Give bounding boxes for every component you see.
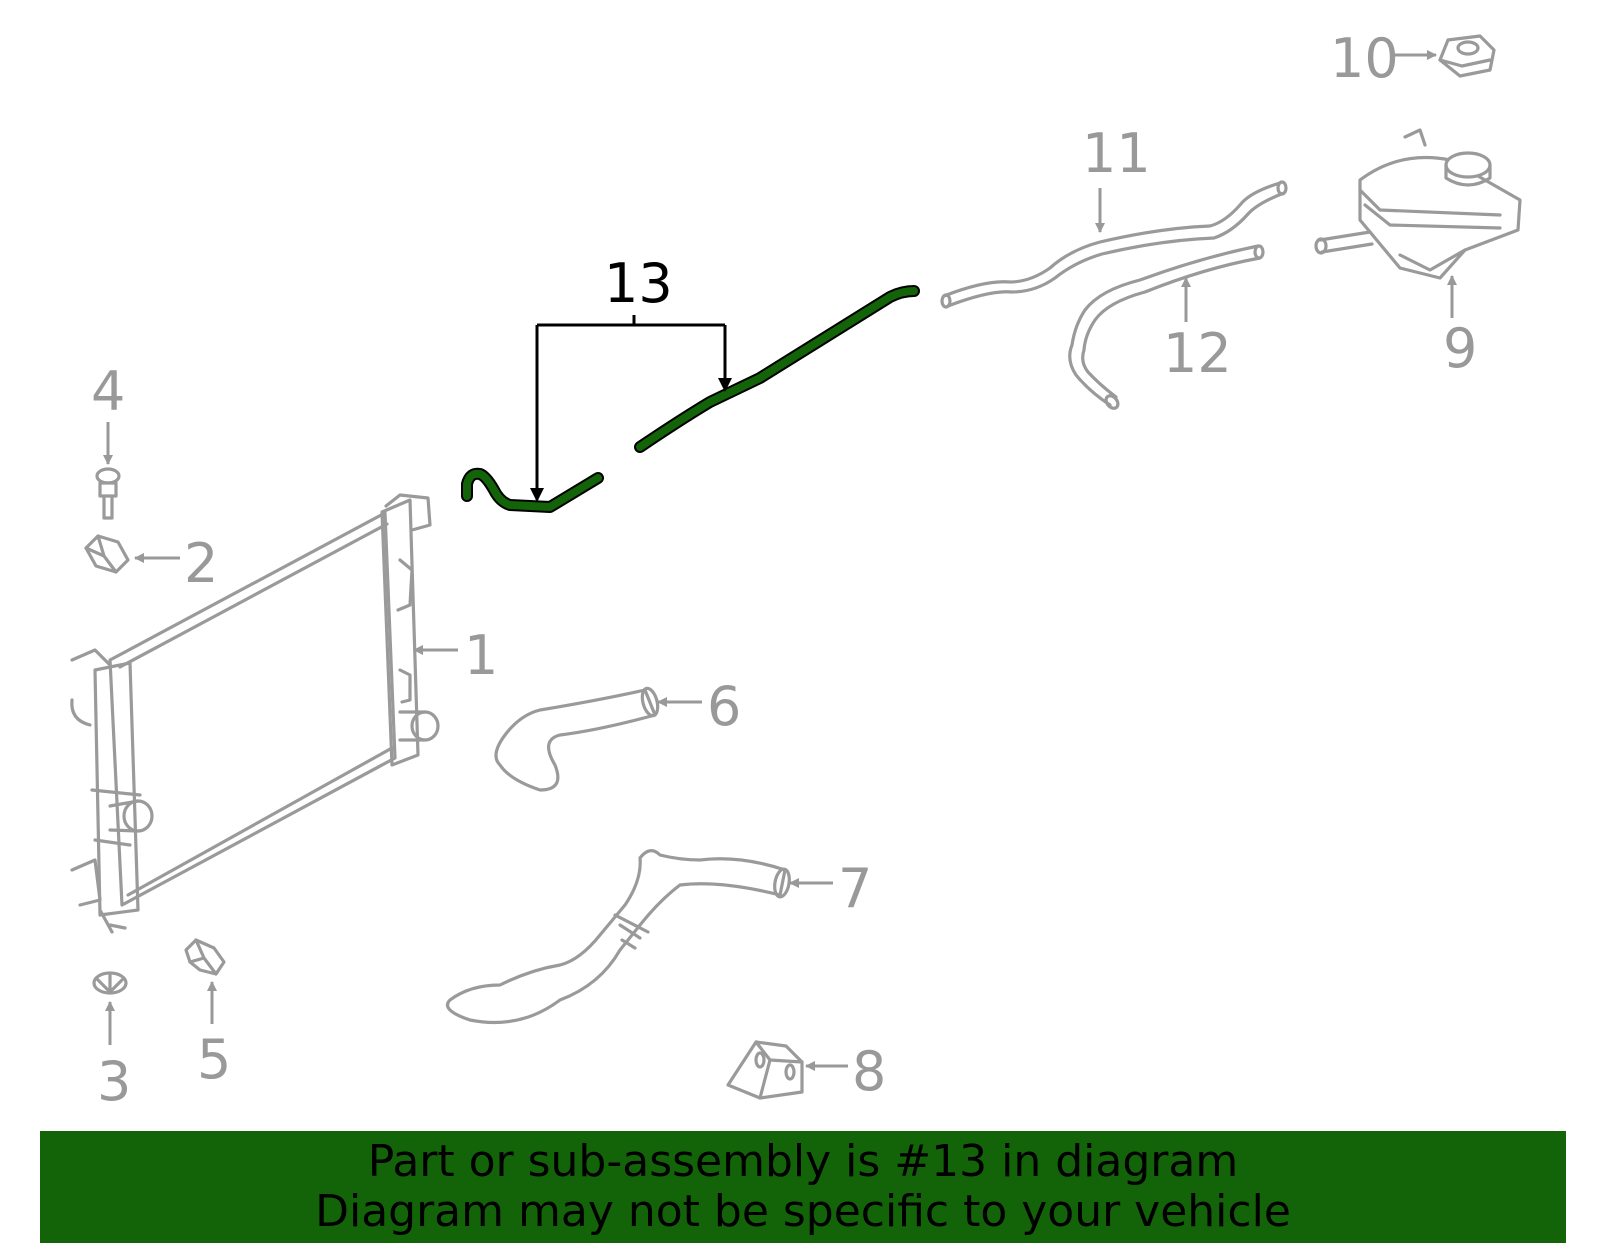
reservoir-cap-part[interactable]	[1438, 34, 1496, 78]
callout-6: 6	[707, 675, 741, 738]
callout-10: 10	[1330, 27, 1399, 90]
callout-2: 2	[184, 532, 218, 595]
coolant-reservoir-part[interactable]	[1314, 128, 1522, 280]
clip-part[interactable]	[84, 534, 130, 574]
callout-9: 9	[1443, 317, 1477, 380]
callout-7: 7	[838, 857, 872, 920]
callout-4: 4	[91, 360, 125, 423]
hose-12-part[interactable]	[1068, 244, 1265, 411]
bolt-part[interactable]	[95, 467, 121, 520]
callout-13: 13	[604, 252, 673, 315]
banner-line-1: Part or sub-assembly is #13 in diagram	[367, 1136, 1239, 1187]
grommet-part[interactable]	[92, 971, 128, 995]
callout-1: 1	[464, 624, 498, 687]
banner-line-2: Diagram may not be specific to your vehi…	[315, 1186, 1291, 1237]
highlighted-hose-13-part[interactable]	[461, 285, 920, 513]
info-banner: Part or sub-assembly is #13 in diagram D…	[40, 1131, 1566, 1243]
callout-8: 8	[852, 1040, 886, 1103]
upper-radiator-hose-part[interactable]	[494, 686, 660, 792]
hose-11-part[interactable]	[940, 180, 1288, 309]
radiator-part[interactable]	[70, 493, 440, 934]
mounting-bracket-part[interactable]	[726, 1040, 804, 1100]
callout-5: 5	[197, 1028, 231, 1091]
callout-11: 11	[1082, 122, 1151, 185]
callout-3: 3	[97, 1050, 131, 1113]
lower-radiator-hose-part[interactable]	[445, 849, 792, 1025]
callout-12: 12	[1163, 322, 1232, 385]
bracket-small-part[interactable]	[184, 938, 226, 976]
